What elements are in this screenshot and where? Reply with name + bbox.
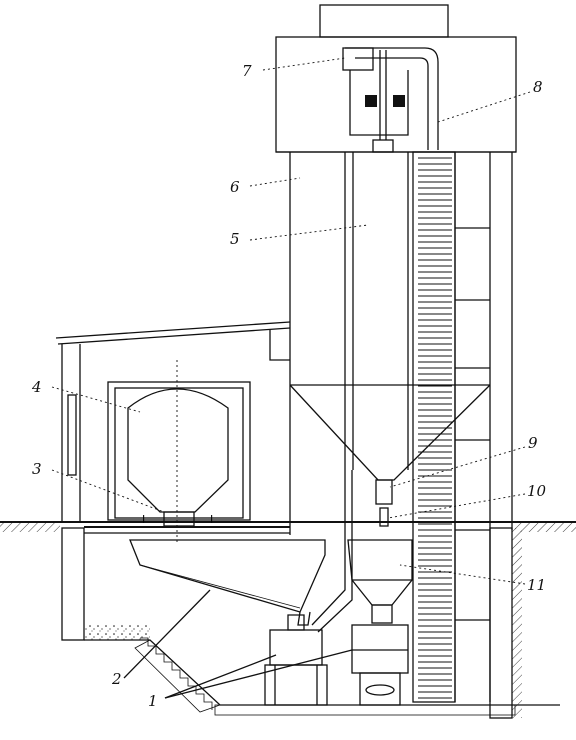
label-10: 10 bbox=[527, 482, 547, 500]
ground bbox=[0, 521, 576, 532]
ladder-structure bbox=[412, 151, 491, 703]
tower bbox=[275, 4, 517, 535]
label-2: 2 bbox=[111, 670, 122, 688]
label-5: 5 bbox=[230, 230, 240, 248]
machine-left bbox=[264, 614, 328, 706]
annex-building bbox=[55, 321, 291, 522]
label-4: 4 bbox=[31, 378, 42, 396]
right-foundation-wall bbox=[489, 527, 522, 719]
separator bbox=[342, 47, 439, 153]
silo bbox=[289, 152, 491, 481]
feed-pipes bbox=[311, 440, 353, 633]
label-7: 7 bbox=[242, 62, 252, 80]
label-9: 9 bbox=[528, 434, 538, 452]
part-labels: 7 8 6 5 4 3 9 10 11 2 1 bbox=[31, 62, 547, 710]
label-3: 3 bbox=[32, 460, 42, 478]
hopper-and-machine-right bbox=[347, 479, 413, 706]
leader-lines bbox=[51, 57, 531, 699]
receiving-hopper bbox=[129, 539, 326, 626]
central-pipe bbox=[352, 152, 409, 470]
svg-text:I: I bbox=[210, 513, 213, 526]
label-11: 11 bbox=[527, 576, 546, 594]
support-beams: I I bbox=[84, 511, 290, 534]
svg-text:I: I bbox=[142, 513, 145, 526]
container bbox=[107, 360, 251, 545]
label-6: 6 bbox=[230, 178, 240, 196]
label-1: 1 bbox=[148, 692, 158, 710]
label-8: 8 bbox=[533, 78, 543, 96]
